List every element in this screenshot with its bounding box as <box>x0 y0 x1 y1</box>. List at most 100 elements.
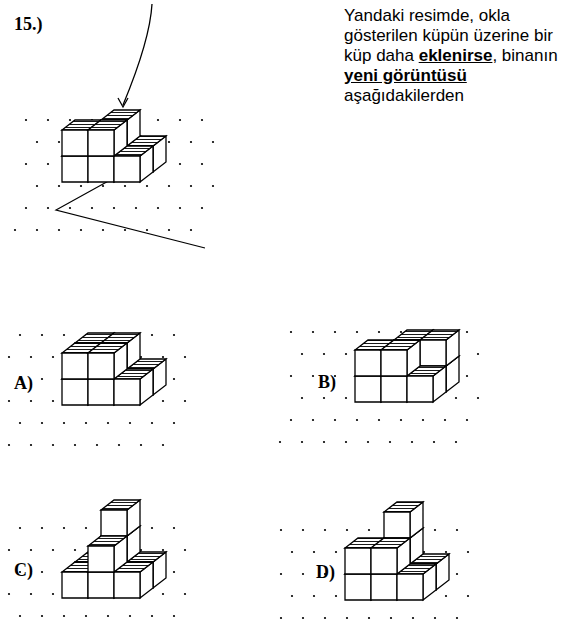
grid-dot <box>107 615 109 617</box>
grid-dot <box>201 207 203 209</box>
grid-dot <box>168 185 170 187</box>
cube-top <box>101 110 140 120</box>
grid-dot <box>445 595 447 597</box>
cube-building <box>345 502 449 600</box>
grid-dot <box>41 571 43 573</box>
grid-dot <box>368 529 370 531</box>
grid-dot <box>41 422 43 424</box>
dot-grid <box>14 119 214 231</box>
grid-dot <box>52 444 54 446</box>
grid-dot <box>179 207 181 209</box>
grid-dot <box>41 334 43 336</box>
grid-dot <box>173 527 175 529</box>
cube-top-ground <box>381 340 420 350</box>
grid-dot <box>477 353 479 355</box>
grid-dot <box>36 185 38 187</box>
grid-dot <box>8 400 10 402</box>
grid-dot <box>19 334 21 336</box>
option-letter: C) <box>14 560 33 581</box>
grid-dot <box>96 444 98 446</box>
grid-dot <box>8 444 10 446</box>
cube-top-ground <box>371 538 410 548</box>
grid-dot <box>400 331 402 333</box>
grid-dot <box>80 185 82 187</box>
cube-building <box>355 330 459 402</box>
cube <box>88 343 127 379</box>
grid-dot <box>346 617 348 619</box>
grid-dot <box>36 141 38 143</box>
grid-dot <box>301 441 303 443</box>
grid-dot <box>151 527 153 529</box>
grid-dot <box>467 595 469 597</box>
grid-dot <box>334 419 336 421</box>
grid-dot <box>47 163 49 165</box>
grid-dot <box>190 229 192 231</box>
grid-dot <box>291 595 293 597</box>
cube <box>101 500 140 536</box>
grid-dot <box>129 615 131 617</box>
grid-dot <box>411 441 413 443</box>
cube-front <box>88 546 114 572</box>
grid-dot <box>30 549 32 551</box>
cube-top <box>88 120 127 130</box>
grid-dot <box>63 527 65 529</box>
cube <box>420 330 459 366</box>
grid-dot <box>52 549 54 551</box>
cube-front <box>114 379 140 405</box>
grid-dot <box>162 400 164 402</box>
grid-dot <box>201 119 203 121</box>
grid-dot <box>212 141 214 143</box>
grid-dot <box>168 141 170 143</box>
cube-front <box>62 130 88 156</box>
grid-dot <box>157 119 159 121</box>
grid-dot <box>455 441 457 443</box>
grid-dot <box>444 419 446 421</box>
grid-dot <box>279 441 281 443</box>
cube-front <box>407 376 433 402</box>
grid-dot <box>302 529 304 531</box>
cube-top <box>384 502 423 512</box>
grid-dot <box>184 549 186 551</box>
grid-dot <box>19 615 21 617</box>
grid-dot <box>74 549 76 551</box>
cube-front <box>62 572 88 598</box>
grid-dot <box>367 441 369 443</box>
emphasized-text: yeni görüntüsü <box>344 66 467 85</box>
grid-dot <box>173 334 175 336</box>
grid-dot <box>378 331 380 333</box>
grid-dot <box>280 529 282 531</box>
grid-dot <box>389 441 391 443</box>
cube-front <box>371 548 397 574</box>
grid-dot <box>290 419 292 421</box>
grid-dot <box>63 334 65 336</box>
cube-top-ground <box>420 330 459 340</box>
grid-dot <box>58 185 60 187</box>
cube-top <box>371 538 410 548</box>
grid-dot <box>69 119 71 121</box>
grid-dot <box>184 356 186 358</box>
cube-front <box>88 156 114 182</box>
cube-front <box>88 379 114 405</box>
grid-dot <box>80 229 82 231</box>
grid-dot <box>47 119 49 121</box>
grid-dot <box>434 617 436 619</box>
grid-dot <box>19 527 21 529</box>
grid-dot <box>466 331 468 333</box>
grid-dot <box>173 615 175 617</box>
pointer-arrow-head <box>118 98 128 107</box>
grid-dot <box>356 331 358 333</box>
cube-front <box>88 353 114 379</box>
grid-dot <box>168 229 170 231</box>
pointer-arrow <box>123 4 152 105</box>
grid-dot <box>30 400 32 402</box>
grid-dot <box>445 551 447 553</box>
grid-dot <box>190 185 192 187</box>
grid-dot <box>74 444 76 446</box>
grid-dot <box>456 617 458 619</box>
cube <box>384 502 423 538</box>
cube-top-ground <box>101 110 140 120</box>
cube-front <box>384 512 410 538</box>
grid-dot <box>466 419 468 421</box>
cube-front <box>381 350 407 376</box>
grid-dot <box>52 356 54 358</box>
